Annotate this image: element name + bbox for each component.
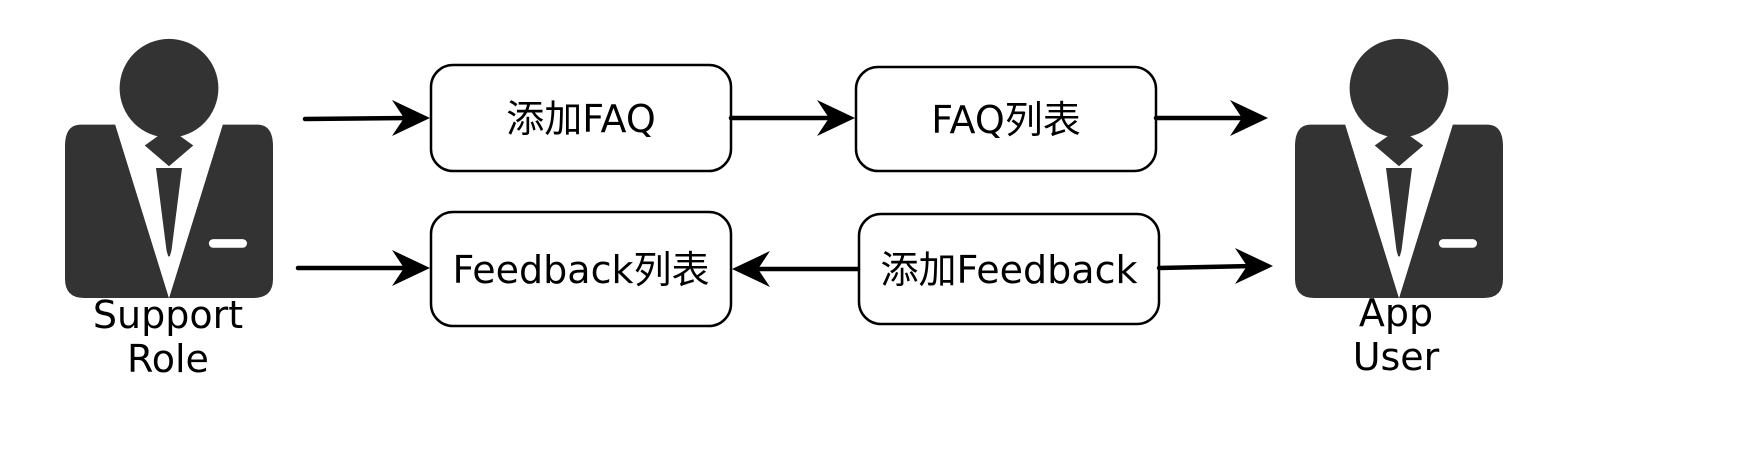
- add-feedback-label: 添加Feedback: [881, 248, 1138, 292]
- person-icon: [1295, 38, 1503, 298]
- feedback-list-box: Feedback列表: [429, 210, 733, 328]
- arrow-add-feedback-to-feedback-list: [732, 251, 861, 287]
- support-role-actor: Support Role: [65, 38, 273, 381]
- support-role-label-line2: Role: [127, 337, 209, 381]
- faq-list-box: FAQ列表: [854, 65, 1158, 173]
- arrow-support-to-add-faq: [302, 100, 430, 136]
- arrow-support-to-feedback-list: [295, 250, 430, 286]
- app-user-label-line2: User: [1353, 335, 1440, 379]
- support-role-label-line1: Support: [93, 293, 243, 337]
- add-feedback-box: 添加Feedback: [857, 212, 1161, 326]
- arrow-faq-list-to-app-user: [1153, 100, 1268, 136]
- feedback-list-label: Feedback列表: [453, 248, 710, 292]
- person-icon: [65, 38, 273, 298]
- arrow-add-feedback-to-app-user: [1156, 248, 1273, 284]
- app-user-actor: App User: [1295, 38, 1503, 379]
- add-faq-box: 添加FAQ: [429, 63, 733, 173]
- arrow-add-faq-to-faq-list: [728, 100, 855, 136]
- faq-list-label: FAQ列表: [931, 98, 1081, 142]
- add-faq-label: 添加FAQ: [506, 97, 656, 141]
- app-user-label-line1: App: [1359, 291, 1433, 335]
